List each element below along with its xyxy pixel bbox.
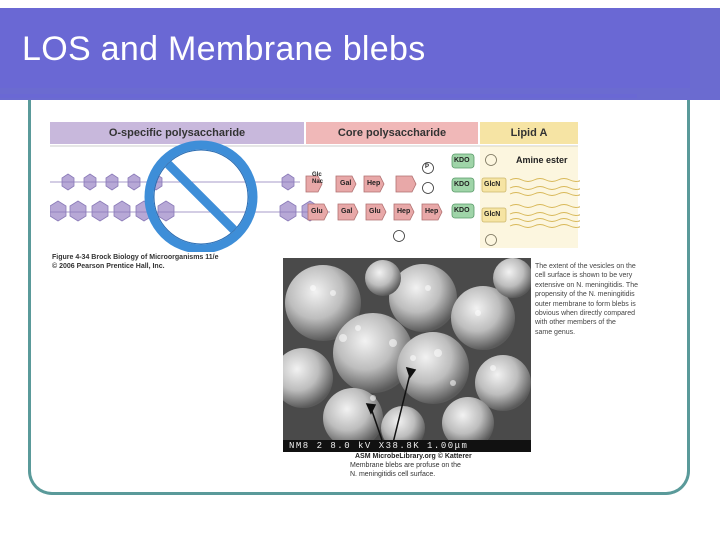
header-o-specific: O-specific polysaccharide	[50, 122, 304, 144]
slide-title: LOS and Membrane blebs	[22, 30, 426, 68]
hep-label-2: Hep	[397, 208, 411, 215]
glu-label-2: Glu	[369, 208, 381, 215]
los-structure-figure: O-specific polysaccharide Core polysacch…	[50, 122, 580, 252]
header-core: Core polysaccharide	[306, 122, 478, 144]
sem-scale-bar: NM8 2 8.0 kV X38.8K 1.00μm	[283, 440, 531, 452]
title-underline	[0, 94, 637, 98]
gal-label-2: Gal	[341, 208, 353, 215]
sem-caption: Membrane blebs are profuse on the N. men…	[350, 462, 461, 478]
side-caption: The extent of the vesicles on the cell s…	[535, 263, 638, 336]
glcn-label-1: GlcN	[484, 181, 501, 188]
sem-copyright: ASM MicrobeLibrary.org © Katterer	[355, 453, 472, 460]
los-diagram-svg	[50, 140, 580, 252]
kdo-label-3: KDO	[454, 207, 470, 214]
header-lipid-a: Lipid A	[480, 122, 578, 144]
phosphate-label: P	[425, 164, 430, 170]
o-chain-lower-hexagons	[50, 200, 319, 222]
glu-label-1: Glu	[311, 208, 323, 215]
hep-label-1: Hep	[367, 180, 381, 187]
amine-ester-label: Amine ester	[516, 155, 568, 165]
gal-label: Gal	[340, 180, 352, 187]
sem-image-svg	[283, 258, 531, 451]
content-frame	[28, 100, 690, 495]
title-bar	[0, 8, 720, 100]
kdo-label-1: KDO	[454, 157, 470, 164]
prohibition-icon	[144, 140, 258, 252]
kdo-label-2: KDO	[454, 181, 470, 188]
glcn-label-2: GlcN	[484, 211, 501, 218]
figure-caption: Figure 4-34 Brock Biology of Microorgani…	[52, 254, 219, 270]
sem-micrograph	[283, 258, 531, 451]
title-background	[0, 8, 690, 88]
hep-label-3: Hep	[425, 208, 439, 215]
sem-arrows	[365, 366, 417, 444]
